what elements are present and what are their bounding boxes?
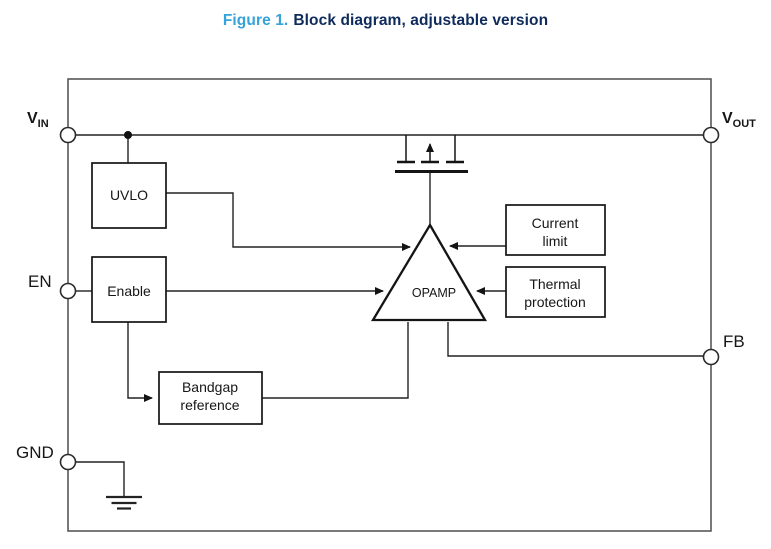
wire-enable-to-bandgap: [127, 322, 153, 402]
uvlo-block: [91, 162, 167, 229]
fb-pin-terminal: [702, 348, 720, 366]
vout-pin-terminal: [702, 126, 720, 144]
gnd-pin-label: GND: [16, 443, 54, 462]
bandgap-block: [158, 371, 263, 425]
wire-opamp-to-fb: [447, 322, 703, 357]
wire-bandgap-to-opamp: [262, 322, 409, 399]
chip-boundary: [67, 78, 712, 532]
gnd-pin-terminal: [59, 453, 77, 471]
vin-pin-terminal: [59, 126, 77, 144]
vin-pin-label: VIN: [27, 110, 49, 130]
junction-dot: [124, 131, 132, 139]
current-limit-block: [505, 204, 606, 256]
thermal-protection-block: [505, 266, 606, 318]
thermal-protection-label-line2: protection: [524, 294, 585, 310]
bandgap-label-line2: reference: [180, 397, 239, 413]
vin-pin-label-main: V: [27, 110, 38, 127]
opamp-label: OPAMP: [412, 286, 456, 300]
pass-transistor-symbol: [395, 135, 468, 173]
bandgap-label-line1: Bandgap: [182, 379, 238, 395]
en-pin-label: EN: [28, 272, 52, 291]
current-limit-label-line2: limit: [543, 233, 568, 249]
ground-symbol: [106, 495, 142, 510]
figure-caption: Block diagram, adjustable version: [293, 12, 549, 29]
vin-pin-label-sub: IN: [38, 118, 49, 130]
enable-label: Enable: [107, 283, 151, 299]
vout-pin-label-sub: OUT: [733, 118, 757, 130]
figure-label: Figure 1.: [222, 12, 289, 29]
thermal-protection-label-line1: Thermal: [529, 276, 580, 292]
uvlo-label: UVLO: [110, 187, 148, 203]
vout-pin-label: VOUT: [722, 110, 756, 130]
vout-pin-label-main: V: [722, 110, 733, 127]
opamp-triangle: [370, 222, 487, 322]
fb-pin-label: FB: [723, 332, 745, 351]
wire-uvlo-to-opamp: [166, 192, 411, 251]
en-pin-terminal: [59, 282, 77, 300]
figure-title: Figure 1.Block diagram, adjustable versi…: [0, 12, 771, 30]
wire-gnd-to-ground-symbol: [76, 461, 125, 497]
current-limit-label-line1: Current: [532, 215, 579, 231]
enable-block: [91, 256, 167, 323]
